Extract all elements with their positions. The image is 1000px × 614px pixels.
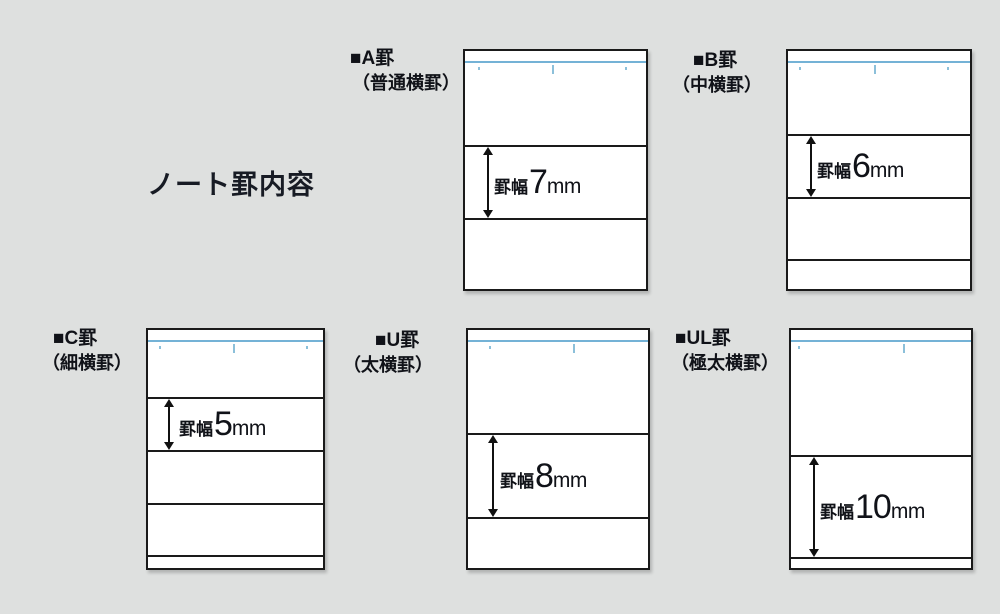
panel-name: ■C罫 — [53, 328, 98, 349]
width-label-prefix: 罫幅 — [179, 420, 213, 439]
width-arrow — [806, 136, 816, 197]
header-line — [791, 340, 971, 342]
panel-label: ■UL罫 （極太横罫） — [671, 326, 779, 376]
width-label-unit: mm — [890, 500, 926, 523]
panel-subtitle: （太横罫） — [343, 355, 433, 375]
page-title: ノート罫内容 — [147, 170, 315, 200]
panel-name: ■U罫 — [375, 330, 420, 351]
tick-mark — [798, 346, 800, 349]
width-arrow — [488, 435, 498, 517]
ruled-line — [791, 557, 971, 559]
width-label-prefix: 罫幅 — [820, 503, 854, 522]
panel-subtitle: （中横罫） — [672, 75, 762, 95]
panel-label: ■C罫 （細横罫） — [42, 326, 132, 376]
header-line — [148, 340, 323, 342]
width-arrow — [809, 457, 819, 557]
ruled-line — [788, 134, 970, 136]
panel-subtitle: （細横罫） — [42, 353, 132, 373]
width-label-prefix: 罫幅 — [817, 162, 851, 181]
tick-mark — [489, 346, 491, 349]
ruled-line — [788, 259, 970, 261]
tick-mark — [573, 344, 575, 353]
arrow-shaft — [487, 152, 489, 213]
width-label-prefix: 罫幅 — [494, 178, 528, 197]
panel-subtitle: （極太横罫） — [671, 353, 779, 373]
panel-name: ■UL罫 — [675, 328, 731, 349]
panel-label: ■B罫 （中横罫） — [672, 48, 762, 98]
ruled-line — [148, 503, 323, 505]
width-label-value: 7 — [529, 163, 548, 201]
width-label-unit: mm — [546, 175, 582, 198]
tick-mark — [625, 67, 627, 70]
panel-label: ■A罫 （普通横罫） — [350, 46, 460, 96]
tick-mark — [799, 67, 801, 70]
ruled-line — [468, 517, 648, 519]
width-arrow — [483, 147, 493, 218]
width-label-value: 8 — [535, 457, 554, 495]
width-label-value: 5 — [214, 405, 233, 443]
tick-mark — [306, 346, 308, 349]
ruled-line — [791, 455, 971, 457]
width-label-unit: mm — [869, 159, 905, 182]
panel-name: ■A罫 — [350, 48, 395, 69]
ruled-line — [465, 145, 646, 147]
ruled-line — [148, 555, 323, 557]
ruled-line — [148, 450, 323, 452]
width-arrow — [164, 399, 174, 450]
panel-name: ■B罫 — [693, 50, 738, 71]
header-line — [788, 61, 970, 63]
ruled-line — [465, 218, 646, 220]
tick-mark — [947, 67, 949, 70]
panel-subtitle: （普通横罫） — [352, 73, 460, 93]
tick-mark — [874, 65, 876, 74]
tick-mark — [159, 346, 161, 349]
width-label-unit: mm — [231, 417, 267, 440]
arrow-shaft — [168, 404, 170, 445]
width-label-value: 10 — [855, 488, 892, 526]
tick-mark — [233, 344, 235, 353]
ruled-line — [468, 433, 648, 435]
header-line — [468, 340, 648, 342]
arrow-shaft — [810, 141, 812, 192]
header-line — [465, 61, 646, 63]
width-label-unit: mm — [552, 469, 588, 492]
arrow-shaft — [492, 440, 494, 512]
width-label-value: 6 — [852, 147, 871, 185]
ruled-line — [788, 197, 970, 199]
arrow-shaft — [813, 462, 815, 552]
tick-mark — [478, 67, 480, 70]
panel-label: ■U罫 （太横罫） — [343, 328, 433, 378]
width-label-prefix: 罫幅 — [500, 472, 534, 491]
tick-mark — [552, 65, 554, 74]
ruled-line — [148, 397, 323, 399]
tick-mark — [903, 344, 905, 353]
